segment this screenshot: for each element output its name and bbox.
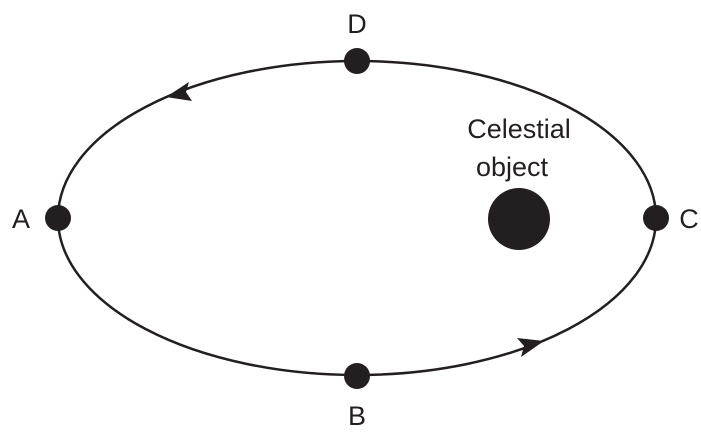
point-c-label: C xyxy=(679,204,699,234)
direction-arrow-top xyxy=(166,82,192,101)
point-a-marker xyxy=(45,205,71,231)
point-d-marker xyxy=(344,48,370,74)
celestial-object-label-line2: object xyxy=(476,152,549,182)
point-d-label: D xyxy=(347,9,367,39)
direction-arrow-bottom xyxy=(517,338,544,357)
point-c-marker xyxy=(643,205,669,231)
celestial-object xyxy=(488,188,550,250)
point-b-label: B xyxy=(348,401,366,431)
orbit-ellipse xyxy=(56,59,658,377)
point-b-marker xyxy=(344,363,370,389)
point-a-label: A xyxy=(12,204,30,234)
celestial-object-label-line1: Celestial xyxy=(467,114,571,144)
